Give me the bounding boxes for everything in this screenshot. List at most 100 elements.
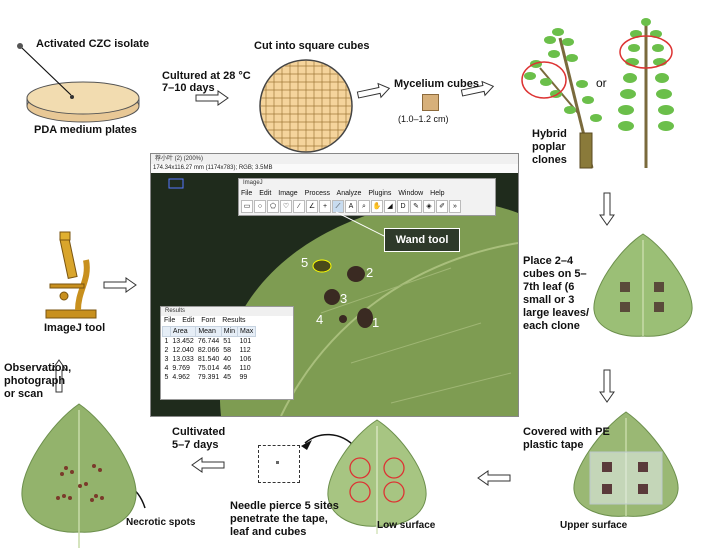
- results-menu-font[interactable]: Font: [201, 317, 216, 324]
- spot-label-5: 5: [301, 255, 309, 270]
- arrow-left-2: [191, 457, 225, 473]
- cultivated-label-2: 5–7 days: [172, 439, 219, 451]
- covered-label-2: plastic tape: [523, 439, 584, 451]
- necrotic-label: Necrotic spots: [126, 517, 196, 528]
- results-title: Results: [161, 307, 293, 316]
- cultivated-label-1: Cultivated: [172, 426, 226, 438]
- leaf-necrotic: [21, 403, 137, 548]
- wand-tool-label: Wand tool: [384, 228, 460, 252]
- menu-window[interactable]: Window: [398, 190, 424, 197]
- observation-label-1: Observation,: [4, 362, 72, 374]
- toolbar-title: ImageJ: [243, 180, 263, 186]
- col-index: [162, 326, 171, 337]
- leaf-lower-surface: [327, 419, 427, 534]
- wand-pointer: [335, 211, 385, 237]
- col-mean: Mean: [195, 326, 222, 337]
- petri-dish: [26, 81, 140, 123]
- cube-size-label: (1.0–1.2 cm): [398, 114, 449, 124]
- place-label-1: Place 2–4: [523, 255, 574, 267]
- spot-label-4: 4: [316, 312, 324, 327]
- oval-tool-icon[interactable]: ○: [254, 200, 266, 213]
- col-area: Area: [169, 326, 197, 337]
- observation-label-2: photograph: [4, 375, 66, 387]
- gridded-plate: [259, 59, 353, 153]
- leaf-with-cubes: [593, 233, 693, 337]
- spot-label-2: 2: [366, 265, 374, 280]
- results-window: Results File Edit Font Results Area Mean…: [160, 306, 294, 400]
- culture-label-1: Cultured at 28 °C: [162, 70, 251, 82]
- observation-label-3: or scan: [4, 388, 44, 400]
- hybrid-label-1: Hybrid: [532, 128, 567, 140]
- arrow-down-2: [599, 369, 615, 403]
- polygon-tool-icon[interactable]: ⬠: [267, 200, 279, 213]
- toolbar-menu: File Edit Image Process Analyze Plugins …: [241, 190, 450, 197]
- results-menu: File Edit Font Results: [161, 316, 293, 326]
- image-info: 174.34x116.27 mm (1174x783); RGB; 3.5MB: [151, 164, 518, 173]
- more-tools-icon[interactable]: »: [449, 200, 461, 213]
- hybrid-label-2: poplar: [532, 141, 566, 153]
- menu-edit[interactable]: Edit: [259, 190, 272, 197]
- menu-image[interactable]: Image: [278, 190, 298, 197]
- needle-site-dot: [276, 461, 279, 464]
- low-surface-label: Low surface: [377, 520, 436, 531]
- col-max: Max: [237, 326, 257, 337]
- needle-label-2: penetrate the tape,: [230, 513, 328, 525]
- pen-icon[interactable]: ✐: [436, 200, 448, 213]
- arrow-down-1: [599, 192, 615, 226]
- menu-help[interactable]: Help: [430, 190, 445, 197]
- cut-label: Cut into square cubes: [254, 40, 370, 52]
- leaf-upper-surface: [573, 411, 679, 517]
- menu-analyze[interactable]: Analyze: [336, 190, 362, 197]
- place-label-2: cubes on 5–: [523, 268, 587, 280]
- menu-plugins[interactable]: Plugins: [368, 190, 392, 197]
- place-label-4: small or 3: [523, 294, 575, 306]
- menu-file[interactable]: File: [241, 190, 253, 197]
- spot-label-1: 1: [372, 315, 380, 330]
- brush-icon[interactable]: ✎: [410, 200, 422, 213]
- or-label: or: [596, 76, 607, 90]
- place-label-3: 7th leaf (6: [523, 281, 575, 293]
- upper-surface-label: Upper surface: [560, 520, 628, 531]
- results-menu-results[interactable]: Results: [222, 317, 246, 324]
- mycelium-label: Mycelium cubes: [394, 78, 479, 90]
- hand-tool-icon[interactable]: ✋: [371, 200, 383, 213]
- hybrid-label-3: clones: [532, 154, 567, 166]
- arrow-imagej: [103, 277, 137, 293]
- mycelium-cube: [422, 94, 439, 111]
- isolate-pointer: [17, 43, 72, 96]
- needle-label-3: leaf and cubes: [230, 526, 307, 538]
- imagej-toolbar-window: ImageJ File Edit Image Process Analyze P…: [238, 178, 496, 216]
- imagej-tool-label: ImageJ tool: [44, 322, 106, 334]
- tool-buttons: ▭ ○ ⬠ ♡ ∕ ∠ + ⟋ A ⌕ ✋ ◢ D ✎ ◈ ✐ »: [241, 200, 461, 213]
- line-tool-icon[interactable]: ∕: [293, 200, 305, 213]
- place-label-5: large leaves/: [523, 307, 590, 319]
- results-menu-edit[interactable]: Edit: [182, 317, 195, 324]
- poplar-clones: [521, 18, 674, 169]
- dropper-icon[interactable]: ◢: [384, 200, 396, 213]
- microscope-icon: [45, 231, 97, 319]
- point-tool-icon[interactable]: +: [319, 200, 331, 213]
- angle-tool-icon[interactable]: ∠: [306, 200, 318, 213]
- image-window-title: 荐小叶 (2) (200%): [151, 154, 518, 164]
- covered-label-1: Covered with PE: [523, 426, 610, 438]
- menu-process[interactable]: Process: [304, 190, 330, 197]
- pda-label: PDA medium plates: [34, 124, 137, 136]
- results-menu-file[interactable]: File: [164, 317, 176, 324]
- magnifier-icon[interactable]: ⌕: [358, 200, 370, 213]
- flood-icon[interactable]: ◈: [423, 200, 435, 213]
- rectangle-tool-icon[interactable]: ▭: [241, 200, 253, 213]
- arrow-left-1: [477, 470, 511, 486]
- needle-pierce-square: [258, 445, 300, 483]
- dev-icon[interactable]: D: [397, 200, 409, 213]
- isolate-label: Activated CZC isolate: [36, 38, 150, 50]
- place-label-6: each clone: [523, 320, 580, 332]
- freehand-tool-icon[interactable]: ♡: [280, 200, 292, 213]
- needle-label-1: Needle pierce 5 sites: [230, 500, 339, 512]
- text-tool-icon[interactable]: A: [345, 200, 357, 213]
